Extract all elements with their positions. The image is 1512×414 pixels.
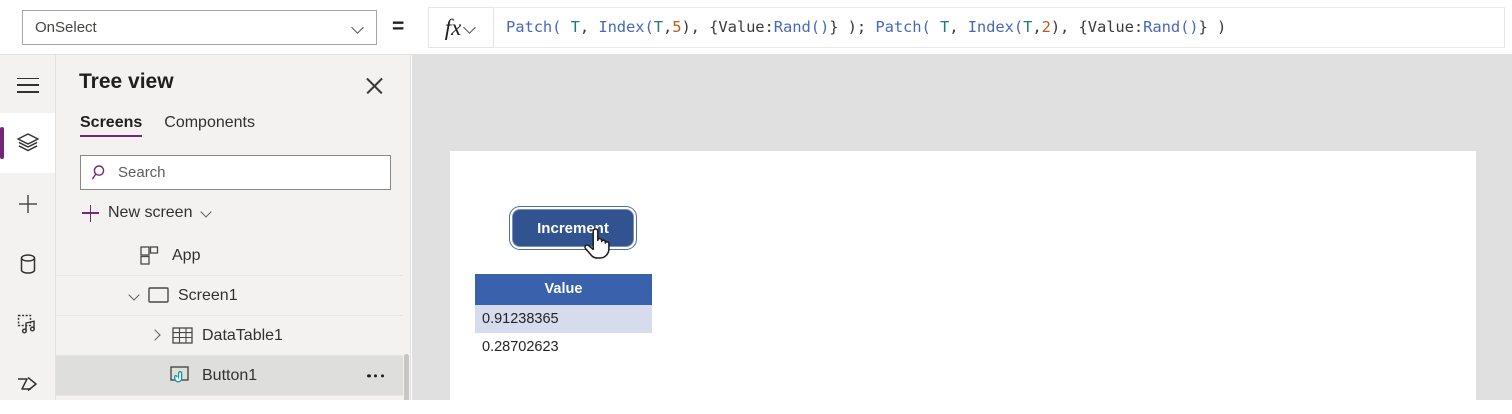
property-dropdown[interactable]: OnSelect <box>22 10 377 45</box>
tree-item-label: Button1 <box>202 366 258 384</box>
panel-scrollbar-thumb[interactable] <box>404 354 409 400</box>
tree-item-button1[interactable]: Button1 <box>56 356 410 396</box>
power-apps-studio: OnSelect = fx Patch( T, Index(T,5), {Val… <box>0 0 1512 400</box>
tree-item-screen1[interactable]: Screen1 <box>56 276 410 316</box>
formula-token: , <box>949 17 968 36</box>
data-table-header: Value <box>475 274 652 305</box>
app-canvas[interactable]: Increment Value 0.91238365 0.28702623 <box>450 151 1476 400</box>
increment-button[interactable]: Increment <box>512 209 634 247</box>
formula-token: T <box>653 17 663 36</box>
data-table-cell: 0.91238365 <box>482 310 559 327</box>
rail-item-hamburger[interactable] <box>0 55 55 115</box>
chevron-down-icon[interactable] <box>128 289 141 302</box>
tree-view-layers-icon <box>16 133 39 152</box>
formula-token: } ) <box>1198 17 1227 36</box>
tree-view-panel: Tree view Screens Components Search New … <box>56 55 411 400</box>
rail-item-insert[interactable] <box>0 174 55 234</box>
formula-bar: OnSelect = fx Patch( T, Index(T,5), {Val… <box>0 0 1512 55</box>
formula-text: Patch( T, Index(T,5), {Value:Rand()} ); … <box>506 17 1227 36</box>
tab-components[interactable]: Components <box>164 114 255 131</box>
power-automate-icon <box>17 376 37 392</box>
tree-item-label: Screen1 <box>178 286 238 304</box>
panel-title: Tree view <box>79 70 174 93</box>
canvas-stage: Increment Value 0.91238365 0.28702623 <box>412 55 1512 400</box>
equals-sign: = <box>392 15 405 38</box>
new-screen-label: New screen <box>108 204 193 221</box>
tree-view-header: Tree view <box>56 55 410 113</box>
data-table-cell: 0.28702623 <box>482 338 559 355</box>
rail-item-power-automate[interactable] <box>0 354 55 414</box>
formula-token: ), {Value: <box>681 17 774 36</box>
data-table[interactable]: Value 0.91238365 0.28702623 <box>475 274 652 361</box>
formula-token: , <box>1032 17 1042 36</box>
plus-icon <box>82 204 99 222</box>
tree-item-datatable1[interactable]: DataTable1 <box>56 316 410 356</box>
property-dropdown-value: OnSelect <box>35 19 97 36</box>
chevron-down-icon <box>352 21 366 35</box>
formula-token: Rand() <box>773 17 830 36</box>
new-screen-button[interactable]: New screen <box>82 201 214 225</box>
formula-token <box>561 18 570 36</box>
rail-item-tree-view[interactable] <box>0 113 55 173</box>
left-icon-rail <box>0 55 56 400</box>
close-icon[interactable] <box>364 75 386 97</box>
formula-token <box>931 18 940 36</box>
formula-token: , <box>579 17 599 36</box>
hamburger-menu-icon <box>16 77 39 93</box>
increment-button-label: Increment <box>537 219 609 237</box>
rail-item-data[interactable] <box>0 234 55 294</box>
insert-plus-icon <box>18 195 37 213</box>
tree-list: App Screen1 DataTable1 <box>56 236 410 396</box>
formula-token: T <box>570 17 580 36</box>
formula-token: 5 <box>672 17 682 36</box>
search-icon <box>92 165 105 180</box>
tree-item-app[interactable]: App <box>56 236 410 276</box>
fx-button[interactable]: fx <box>428 7 494 48</box>
button-hand-icon <box>170 366 189 383</box>
panel-scrollbar[interactable] <box>403 236 410 400</box>
formula-token: T <box>940 17 950 36</box>
chevron-down-icon <box>464 21 477 34</box>
search-input[interactable]: Search <box>80 155 391 190</box>
formula-token: Patch( <box>875 17 931 36</box>
formula-input[interactable]: Patch( T, Index(T,5), {Value:Rand()} ); … <box>495 7 1505 48</box>
search-placeholder: Search <box>118 164 166 181</box>
tree-view-tabs: Screens Components <box>80 115 255 137</box>
rail-item-media[interactable] <box>0 294 55 354</box>
tree-item-more-menu[interactable] <box>367 373 384 378</box>
data-table-row[interactable]: 0.91238365 <box>475 305 652 333</box>
table-grid-icon <box>172 327 193 344</box>
screen-rect-icon <box>148 287 169 303</box>
formula-token: } ); <box>829 17 876 36</box>
formula-token: ), {Value: <box>1050 17 1144 36</box>
data-database-icon <box>20 254 35 274</box>
data-table-row[interactable]: 0.28702623 <box>475 333 652 361</box>
formula-token: Index( <box>598 17 654 36</box>
formula-token: T <box>1023 17 1033 36</box>
formula-token: Index( <box>967 17 1024 36</box>
app-grid-icon <box>140 246 159 265</box>
formula-token: , <box>662 17 673 36</box>
media-icon <box>17 314 35 334</box>
fx-icon: fx <box>444 15 462 40</box>
formula-token: Patch( <box>506 17 562 36</box>
column-header-value: Value <box>544 281 583 298</box>
tree-item-label: DataTable1 <box>202 326 283 344</box>
chevron-down-icon <box>201 207 214 220</box>
formula-token: 2 <box>1041 17 1051 36</box>
chevron-right-icon[interactable] <box>151 329 164 342</box>
tab-screens[interactable]: Screens <box>80 115 143 137</box>
formula-token: Rand() <box>1143 17 1199 36</box>
tree-item-label: App <box>172 246 201 264</box>
